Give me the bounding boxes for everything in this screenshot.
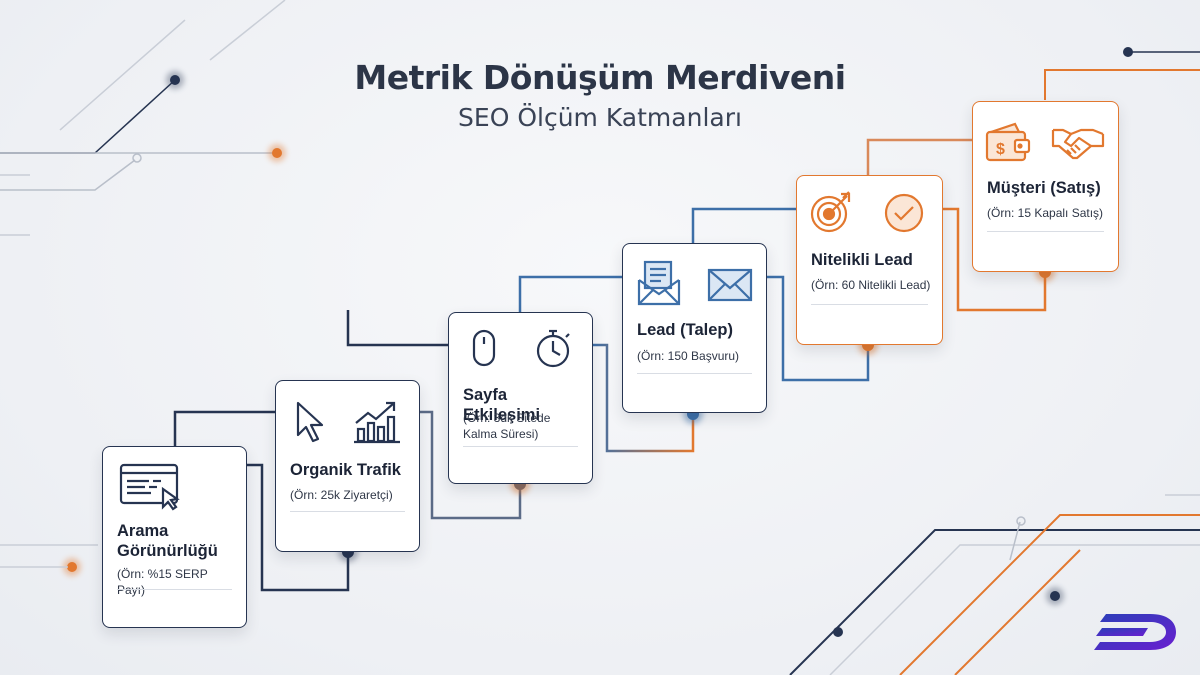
- stopwatch-icon: [535, 329, 575, 369]
- step-card-nitelikli-lead: Nitelikli Lead (Örn: 60 Nitelikli Lead): [796, 175, 943, 345]
- divider: [463, 446, 578, 447]
- divider: [637, 373, 752, 374]
- divider: [117, 589, 232, 590]
- growth-chart-icon: [352, 399, 402, 445]
- step-label: Sayfa Etkileşimi: [463, 386, 541, 424]
- step-card-sayfa-etkilesimi: Sayfa Etkileşimi (Örn: 3dk Sitede Kalma …: [448, 312, 593, 484]
- step-example: (Örn: 3dk Sitede Kalma Süresi): [463, 411, 551, 441]
- check-circle-icon: [883, 192, 925, 234]
- step-example: (Örn: %15 SERP Payı): [117, 567, 208, 597]
- step-label: Organik Trafik: [290, 461, 401, 479]
- page-subtitle: SEO Ölçüm Katmanları: [458, 103, 742, 132]
- mouse-icon: [471, 329, 497, 369]
- step-example: (Örn: 15 Kapalı Satış): [987, 206, 1104, 220]
- step-example: (Örn: 60 Nitelikli Lead): [811, 278, 931, 292]
- cursor-arrow-icon: [294, 399, 328, 445]
- envelope-icon: [707, 268, 753, 302]
- svg-text:$: $: [996, 141, 1005, 158]
- divider: [811, 304, 928, 305]
- decorative-lines-top-left: [0, 0, 286, 236]
- open-envelope-icon: [637, 260, 681, 308]
- step-label: Lead (Talep): [637, 321, 733, 339]
- brand-logo-icon: [1092, 610, 1178, 659]
- decorative-lines-bottom-right: [789, 494, 1200, 675]
- step-label: Müşteri (Satış): [987, 179, 1101, 197]
- decorative-lines-top-right: [1044, 47, 1200, 100]
- target-icon: [809, 190, 853, 234]
- divider: [987, 231, 1104, 232]
- divider: [290, 511, 405, 512]
- wallet-icon: $: [985, 122, 1031, 164]
- browser-cursor-icon: [119, 463, 185, 511]
- step-example: (Örn: 25k Ziyaretçi): [290, 488, 393, 502]
- step-card-lead-talep: Lead (Talep) (Örn: 150 Başvuru): [622, 243, 767, 413]
- step-label: Arama Görünürlüğü: [117, 522, 218, 560]
- step-card-musteri-satis: $ Müşteri (Satış) (Örn: 15 Kapalı Satış): [972, 101, 1119, 272]
- page-title: Metrik Dönüşüm Merdiveni: [354, 58, 846, 97]
- step-label: Nitelikli Lead: [811, 251, 913, 269]
- decorative-lines-bottom-left: [0, 544, 98, 576]
- step-example: (Örn: 150 Başvuru): [637, 349, 740, 363]
- handshake-icon: [1051, 122, 1105, 162]
- step-card-arama-gorunurlugu: Arama Görünürlüğü (Örn: %15 SERP Payı): [102, 446, 247, 628]
- step-card-organik-trafik: Organik Trafik (Örn: 25k Ziyaretçi): [275, 380, 420, 552]
